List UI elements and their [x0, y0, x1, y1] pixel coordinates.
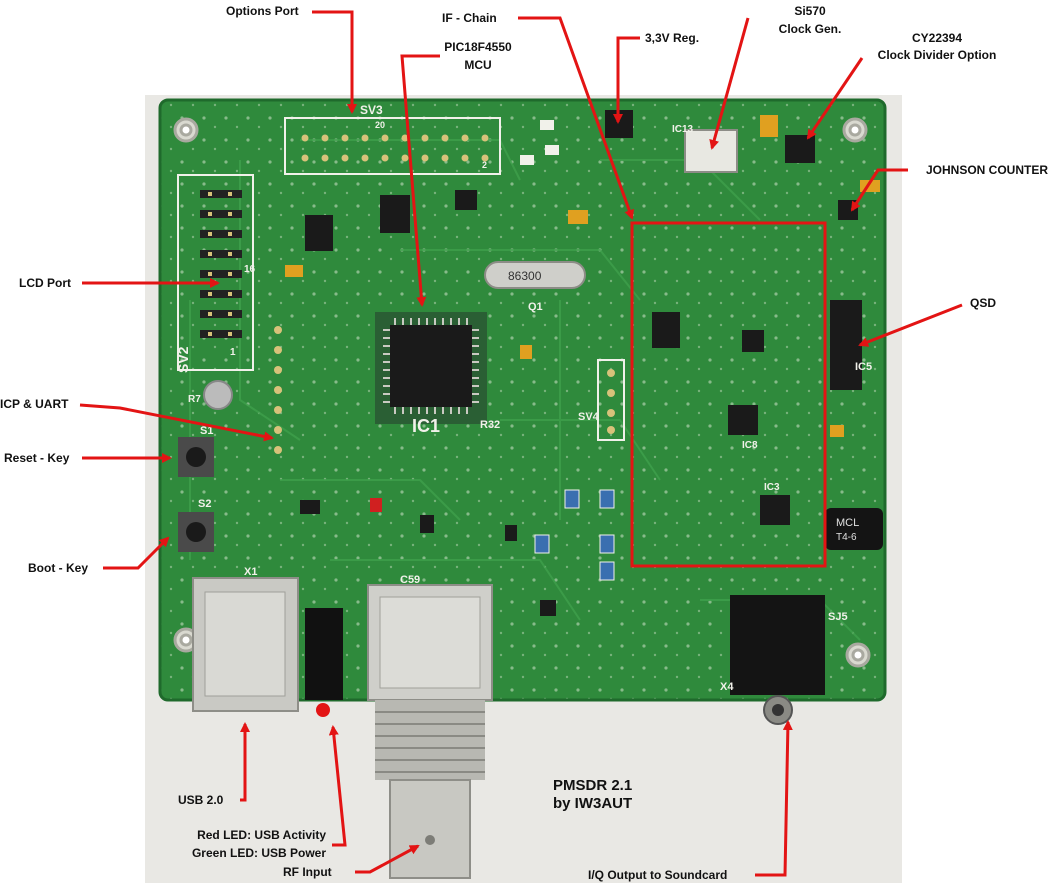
crystal: 86300 Q1 [484, 261, 586, 313]
silk-mcl: MCL [836, 517, 859, 529]
r7-part: R7 [188, 380, 233, 410]
reset-switch: S1 [178, 425, 214, 477]
arrow-icp-uart [79, 403, 274, 442]
arrow-rf-input [355, 844, 420, 874]
options-port-connector: SV3 20 2 [284, 103, 501, 175]
silk-sj5: SJ5 [828, 611, 848, 623]
icp-header [274, 326, 282, 454]
label-green-led: Green LED: USB Power [191, 846, 326, 860]
silk-s1: S1 [200, 425, 213, 437]
label-pic-line1: PIC18F4550 [444, 40, 512, 54]
label-iq-output: I/Q Output to Soundcard [588, 868, 728, 882]
silk-crystal: 86300 [508, 269, 542, 283]
label-lcd-port: LCD Port [19, 276, 71, 290]
silk-pin2: 2 [482, 160, 487, 170]
audio-jack: X4 SJ5 [720, 595, 848, 725]
silk-r7: R7 [188, 394, 201, 405]
pcb-board [158, 98, 887, 702]
silk-ic8: IC8 [742, 440, 758, 451]
silk-x4: X4 [720, 681, 734, 693]
label-rf-input: RF Input [283, 865, 332, 879]
mcl-transformer: MCL T4-6 [825, 508, 883, 550]
arrow-usb [240, 722, 250, 802]
label-boot-key: Boot - Key [28, 561, 88, 575]
arrow-pic-mcu [400, 54, 440, 307]
arrow-iq-output [755, 720, 793, 877]
cy22394-chip [785, 135, 815, 163]
qsd-chips: IC8 IC3 IC5 [652, 300, 872, 525]
silk-x1: X1 [244, 566, 257, 578]
silk-s2: S2 [198, 498, 211, 510]
silk-ic3: IC3 [764, 482, 780, 493]
silk-pin20: 20 [375, 120, 385, 130]
label-red-led: Red LED: USB Activity [197, 828, 326, 842]
label-cy-line1: CY22394 [911, 31, 963, 45]
usb-connector: X1 [192, 566, 299, 712]
smd-parts [285, 110, 880, 616]
arrow-johnson [850, 168, 908, 212]
label-cy-line2: Clock Divider Option [877, 48, 997, 62]
label-si570-line2: Clock Gen. [778, 22, 842, 36]
label-pic-line2: MCU [464, 58, 492, 72]
silk-sv4: SV4 [578, 411, 600, 423]
label-options-port: Options Port [226, 4, 299, 18]
label-johnson: JOHNSON COUNTER [926, 163, 1049, 177]
arrow-qsd [858, 303, 963, 347]
label-qsd: QSD [970, 296, 997, 310]
arrow-if-chain [518, 16, 634, 220]
qsd-highlight-box [630, 221, 827, 568]
sv4-header: SV4 [578, 359, 625, 441]
arrow-options-port [312, 10, 357, 114]
label-reg: 3,3V Reg. [645, 31, 700, 45]
boot-switch: S2 [178, 498, 214, 552]
mcu-chip: IC1 R32 [375, 312, 500, 436]
arrow-si570 [709, 17, 750, 150]
usb-led [305, 608, 343, 717]
title-pmsdr: PMSDR 2.1 [553, 777, 633, 794]
label-reset-key: Reset - Key [4, 451, 70, 465]
arrow-led [328, 725, 347, 847]
silk-sv3: SV3 [360, 103, 383, 117]
silk-sv2: SV2 [175, 346, 191, 373]
silk-pin16: 16 [244, 264, 256, 275]
label-if-chain: IF - Chain [442, 11, 497, 25]
si570-chip: IC13 [672, 124, 738, 173]
silk-ic5: IC5 [855, 361, 872, 373]
callout-arrows [79, 10, 963, 877]
arrow-cy22394 [806, 57, 864, 140]
silk-mcl-model: T4-6 [836, 532, 857, 543]
inductors [534, 489, 615, 581]
mounting-holes [173, 117, 871, 668]
rf-bnc-connector: C59 [367, 574, 493, 879]
label-icp-uart: ICP & UART [0, 397, 69, 411]
silk-ic1: IC1 [412, 416, 440, 436]
label-usb: USB 2.0 [178, 793, 224, 807]
arrow-boot [103, 536, 170, 570]
silk-q1: Q1 [528, 301, 543, 313]
silk-r32: R32 [480, 419, 500, 431]
label-si570-line1: Si570 [794, 4, 826, 18]
silk-ic13: IC13 [672, 124, 694, 135]
silk-pin1: 1 [230, 347, 236, 358]
title-author: by IW3AUT [553, 795, 633, 812]
arrow-reg [613, 36, 640, 124]
lcd-port-connector: SV2 16 1 [175, 174, 256, 373]
silk-c59: C59 [400, 574, 420, 586]
